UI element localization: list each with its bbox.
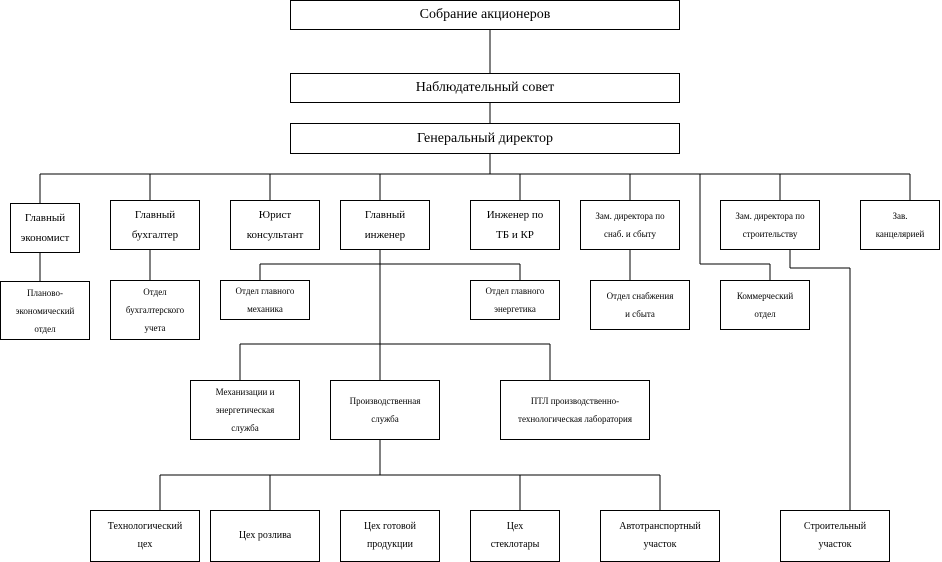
- node-label: Цех стеклотары: [490, 521, 540, 550]
- node-supervisory-board: Наблюдательный совет: [290, 73, 680, 103]
- node-label: Цех готовой продукции: [364, 521, 416, 550]
- node-chief-accountant: Главный бухгалтер: [110, 200, 200, 250]
- node-label: Зам. директора по строительству: [735, 211, 805, 239]
- node-supply-dept: Отдел снабжения и сбыта: [590, 280, 690, 330]
- node-glass-shop: Цех стеклотары: [470, 510, 560, 562]
- node-chief-economist: Главный экономист: [10, 203, 80, 253]
- node-label: Отдел главного энергетика: [485, 286, 545, 314]
- node-label: Отдел бухгалтерского учета: [125, 287, 185, 333]
- node-deputy-supply: Зам. директора по снаб. и сбыту: [580, 200, 680, 250]
- node-label: Главный экономист: [20, 212, 70, 244]
- node-label: Механизации и энергетическая служба: [215, 387, 275, 433]
- node-transport-section: Автотранспортный участок: [600, 510, 720, 562]
- node-commercial-dept: Коммерческий отдел: [720, 280, 810, 330]
- node-bottling-shop: Цех розлива: [210, 510, 320, 562]
- node-label: Главный инженер: [364, 209, 406, 241]
- node-general-director: Генеральный директор: [290, 123, 680, 154]
- node-construction-section: Строительный участок: [780, 510, 890, 562]
- node-chief-engineer: Главный инженер: [340, 200, 430, 250]
- node-label: Производственная служба: [349, 396, 421, 424]
- node-label: Зав. канцелярией: [875, 211, 925, 239]
- node-ptl-lab: ПТЛ производственно- технологическая лаб…: [500, 380, 650, 440]
- node-accounting-dept: Отдел бухгалтерского учета: [110, 280, 200, 340]
- node-label: Генеральный директор: [417, 130, 553, 146]
- node-legal-counsel: Юрист консультант: [230, 200, 320, 250]
- node-production-service: Производственная служба: [330, 380, 440, 440]
- node-head-office: Зав. канцелярией: [860, 200, 940, 250]
- node-label: Зам. директора по снаб. и сбыту: [595, 211, 665, 239]
- node-label: Автотранспортный участок: [619, 521, 701, 550]
- node-label: Цех розлива: [238, 530, 292, 541]
- node-label: Технологический цех: [107, 521, 183, 550]
- node-deputy-construction: Зам. директора по строительству: [720, 200, 820, 250]
- node-shareholders: Собрание акционеров: [290, 0, 680, 30]
- node-chief-power-dept: Отдел главного энергетика: [470, 280, 560, 320]
- node-label: Юрист консультант: [246, 209, 304, 241]
- node-label: ПТЛ производственно- технологическая лаб…: [518, 396, 632, 424]
- node-label: Наблюдательный совет: [415, 80, 555, 95]
- node-label: Главный бухгалтер: [131, 209, 179, 241]
- node-label: Строительный участок: [803, 521, 867, 550]
- node-planning-dept: Планово- экономический отдел: [0, 281, 90, 340]
- node-label: Собрание акционеров: [419, 7, 551, 22]
- node-label: Отдел снабжения и сбыта: [606, 291, 674, 319]
- node-safety-engineer: Инженер по ТБ и КР: [470, 200, 560, 250]
- node-label: Коммерческий отдел: [736, 291, 794, 319]
- node-mechanization-service: Механизации и энергетическая служба: [190, 380, 300, 440]
- node-finished-goods-shop: Цех готовой продукции: [340, 510, 440, 562]
- node-label: Отдел главного механика: [235, 286, 295, 314]
- node-tech-shop: Технологический цех: [90, 510, 200, 562]
- node-chief-mechanic-dept: Отдел главного механика: [220, 280, 310, 320]
- node-label: Планово- экономический отдел: [15, 287, 75, 334]
- node-label: Инженер по ТБ и КР: [486, 209, 544, 241]
